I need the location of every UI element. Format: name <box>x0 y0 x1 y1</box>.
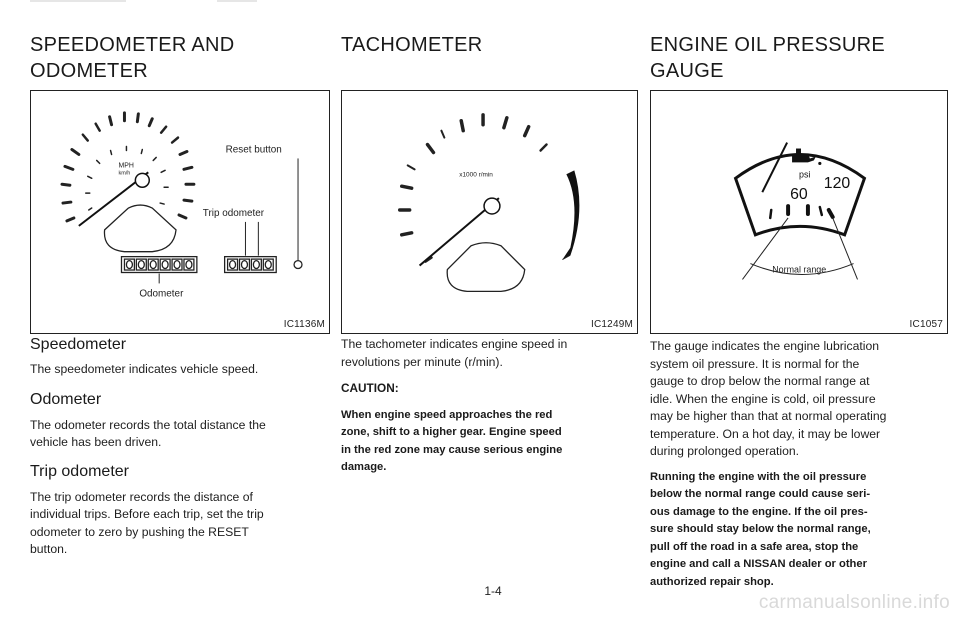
oil-pressure-figure: psi 60 120 Normal range IC1057 <box>650 90 948 334</box>
range-leader-right <box>832 217 858 280</box>
odometer-heading: Odometer <box>30 390 102 408</box>
speedometer-dial-ticks <box>60 111 196 223</box>
scale-value-120: 120 <box>824 175 851 192</box>
reset-button-knob <box>293 259 303 270</box>
oil-description-line: during prolonged operation. <box>650 444 800 458</box>
title-line-1: SPEEDOMETER AND <box>30 34 235 56</box>
trip-odometer-counter <box>223 255 277 274</box>
kmh-label: km/h <box>119 170 131 176</box>
tachometer-illustration: x1000 r/min <box>398 113 580 292</box>
oil-pressure-illustration: psi 60 120 Normal range <box>733 142 867 280</box>
normal-range-arc <box>750 263 854 275</box>
figure-code: IC1057 <box>909 319 943 330</box>
speedometer-text: Speedometer The speedometer indicates ve… <box>30 335 330 559</box>
needle-hub <box>134 172 150 188</box>
odometer-counter <box>120 255 198 274</box>
trip-description-line: individual trips. Before each trip, set … <box>30 507 264 521</box>
watermark: carmanualsonline.info <box>758 592 950 613</box>
section-title-speedometer: SPEEDOMETER AND ODOMETER <box>30 32 330 84</box>
needle-hub <box>483 197 501 215</box>
speedometer-heading: Speedometer <box>30 336 127 353</box>
title-line-2: ODOMETER <box>30 60 148 82</box>
figure-code: IC1136M <box>283 319 325 330</box>
oil-warning-line: pull off the road in a safe area, stop t… <box>650 540 859 553</box>
top-rule-left <box>30 0 126 2</box>
trip-description-line: odometer to zero by pushing the RESET <box>30 524 249 539</box>
oil-description-line: gauge to drop below the normal range at <box>650 374 870 388</box>
oil-warning-line: authorized repair shop. <box>650 575 774 588</box>
trip-odometer-heading: Trip odometer <box>30 462 129 480</box>
tachometer-description-line: The tachometer indicates engine speed in <box>341 337 568 351</box>
scale-value-60: 60 <box>790 186 808 203</box>
oil-warning-line: ous damage to the engine. If the oil pre… <box>650 505 868 518</box>
oil-description-line: may be higher than that at normal operat… <box>650 409 887 423</box>
top-rule-mid <box>217 0 257 2</box>
oil-description-line: idle. When the engine is cold, oil press… <box>650 391 876 406</box>
trip-description-line: The trip odometer records the distance o… <box>30 489 253 504</box>
title-line-2: GAUGE <box>650 60 724 82</box>
psi-unit-label: psi <box>799 169 810 179</box>
trip-description-line: button. <box>30 542 68 556</box>
speedometer-description: The speedometer indicates vehicle speed. <box>30 362 259 376</box>
title-line-1: TACHOMETER <box>341 34 483 56</box>
tachometer-dial-ticks <box>398 113 548 263</box>
normal-range-label: Normal range <box>772 265 826 275</box>
speedometer-illustration: MPH km/h Reset button Trip odometer <box>60 111 303 299</box>
mph-label: MPH <box>119 162 134 169</box>
oil-gauge-ticks <box>768 204 835 220</box>
speedometer-figure: MPH km/h Reset button Trip odometer <box>30 90 330 334</box>
tachometer-description-line: revolutions per minute (r/min). <box>341 354 503 369</box>
oil-warning-line: below the normal range could cause seri- <box>650 488 871 500</box>
odometer-label: Odometer <box>139 288 184 299</box>
oil-warning-line: Running the engine with the oil pressure <box>650 470 867 483</box>
tachometer-scale-label: x1000 r/min <box>459 171 493 178</box>
tachometer-shroud <box>446 242 526 292</box>
oil-gauge-needle <box>761 142 788 193</box>
oil-description-line: system oil pressure. It is normal for th… <box>650 356 860 371</box>
oil-pressure-text: The gauge indicates the engine lubricati… <box>650 335 948 591</box>
tachometer-figure: x1000 r/min IC1249M <box>341 90 638 334</box>
tachometer-text: The tachometer indicates engine speed in… <box>341 335 638 477</box>
range-leader-left <box>742 217 789 280</box>
odometer-description-line: The odometer records the total distance … <box>30 417 266 432</box>
oil-description-line: The gauge indicates the engine lubricati… <box>650 339 880 353</box>
caution-text-line: When engine speed approaches the red <box>341 408 553 421</box>
section-title-tachometer: TACHOMETER <box>341 32 638 58</box>
caution-text-line: damage. <box>341 461 387 473</box>
oil-warning-line: sure should stay below the normal range, <box>650 523 871 535</box>
title-line-1: ENGINE OIL PRESSURE <box>650 34 886 56</box>
reset-button-label: Reset button <box>226 144 282 155</box>
speedometer-shroud <box>103 204 177 253</box>
trip-odometer-label: Trip odometer <box>203 208 265 219</box>
odometer-description-line: vehicle has been driven. <box>30 435 162 449</box>
page-number: 1-4 <box>484 584 502 598</box>
section-title-oil-pressure: ENGINE OIL PRESSURE GAUGE <box>650 32 948 84</box>
caution-label: CAUTION: <box>341 381 399 395</box>
oil-description-line: temperature. On a hot day, it may be low… <box>650 426 881 441</box>
oil-can-icon <box>792 148 822 165</box>
oil-warning-line: engine and call a NISSAN dealer or other <box>650 558 867 570</box>
red-zone-arc <box>562 170 580 260</box>
caution-text-line: zone, shift to a higher gear. Engine spe… <box>341 426 562 438</box>
figure-code: IC1249M <box>591 319 633 330</box>
caution-text-line: in the red zone may cause serious engine <box>341 443 563 456</box>
